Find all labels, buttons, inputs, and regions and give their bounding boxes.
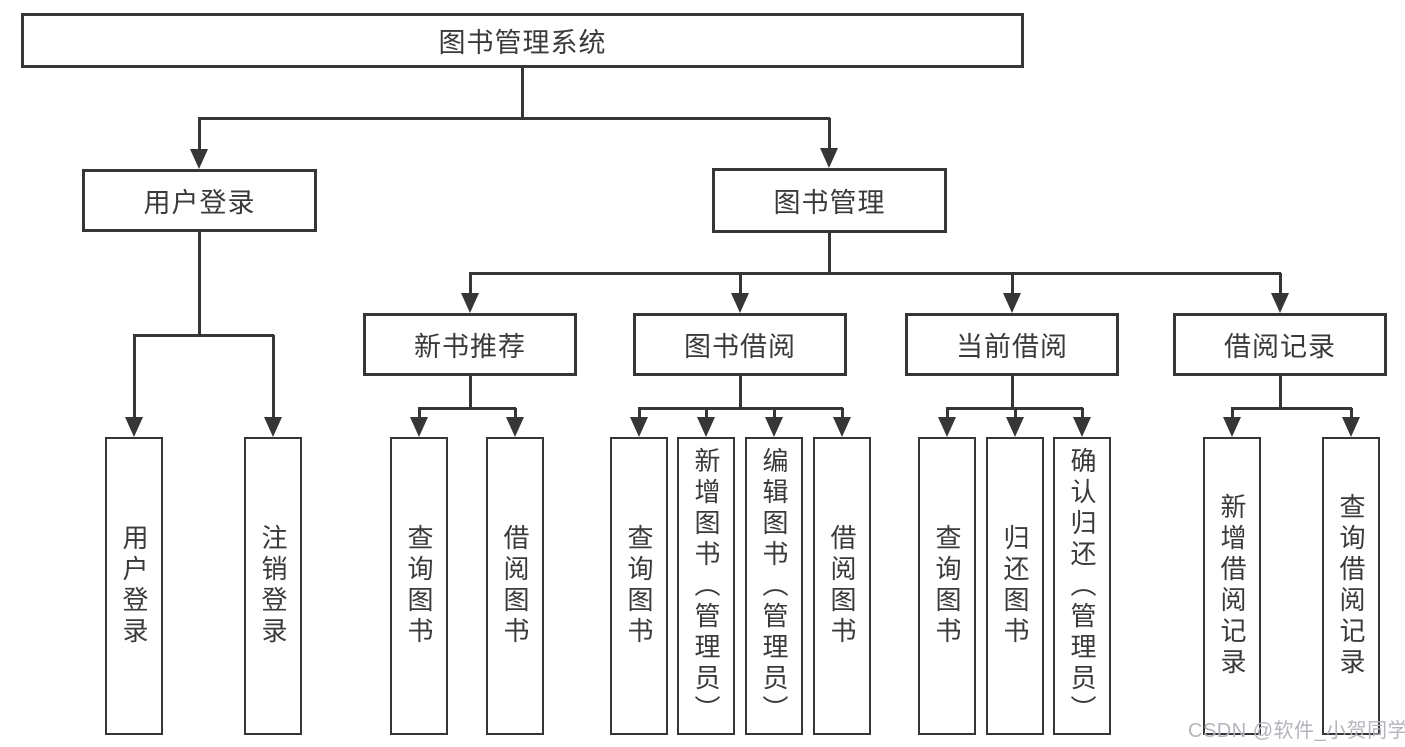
connector-line (521, 68, 524, 120)
connector-line (133, 334, 274, 337)
connector-line (418, 408, 421, 418)
node-query-books-borrow: 查询图书 (610, 437, 668, 735)
node-label: 注销登录 (258, 524, 288, 648)
connector-line (469, 272, 1281, 275)
node-label: 新增图书（管理员） (691, 446, 721, 726)
arrowhead-down-icon (190, 149, 208, 169)
arrowhead-down-icon (731, 293, 749, 313)
connector-line (705, 408, 708, 418)
node-logout: 注销登录 (244, 437, 302, 735)
node-label: 用户登录 (119, 524, 149, 648)
connector-line (841, 408, 844, 418)
node-label: 借阅图书 (500, 524, 530, 648)
connector-line (828, 118, 831, 149)
node-label: 图书管理系统 (438, 28, 607, 58)
connector-line (272, 335, 275, 418)
csdn-watermark: CSDN @软件_小贺同学 (1188, 720, 1405, 742)
node-label: 当前借阅 (956, 332, 1068, 362)
connector-line (198, 232, 201, 337)
arrowhead-down-icon (1342, 417, 1360, 437)
arrowhead-down-icon (938, 417, 956, 437)
node-borrow-books-recommend: 借阅图书 (486, 437, 544, 735)
node-label: 用户登录 (143, 188, 256, 218)
connector-line (739, 376, 742, 410)
connector-line (1014, 408, 1017, 418)
arrowhead-down-icon (1006, 417, 1024, 437)
arrowhead-down-icon (820, 148, 838, 168)
connector-line (514, 408, 517, 418)
node-label: 归还图书 (1000, 524, 1030, 648)
node-borrow-books-borrow: 借阅图书 (813, 437, 871, 735)
node-label: 新增借阅记录 (1217, 493, 1247, 679)
node-new-book-recommendation: 新书推荐 (363, 313, 577, 376)
arrowhead-down-icon (461, 293, 479, 313)
arrowhead-down-icon (1003, 293, 1021, 313)
node-label: 查询借阅记录 (1336, 493, 1366, 679)
connector-line (1011, 376, 1014, 410)
connector-line (1231, 407, 1352, 410)
node-label: 图书借阅 (684, 332, 796, 362)
arrowhead-down-icon (1223, 417, 1241, 437)
connector-line (1350, 408, 1353, 418)
node-label: 借阅记录 (1224, 332, 1336, 362)
arrowhead-down-icon (765, 417, 783, 437)
node-label: 新书推荐 (414, 332, 526, 362)
node-query-books-recommend: 查询图书 (390, 437, 448, 735)
connector-line (638, 407, 843, 410)
node-current-borrowing: 当前借阅 (905, 313, 1119, 376)
connector-line (1279, 376, 1282, 410)
node-query-borrow-record: 查询借阅记录 (1322, 437, 1380, 735)
arrowhead-down-icon (264, 417, 282, 437)
node-label: 借阅图书 (827, 524, 857, 648)
arrowhead-down-icon (1073, 417, 1091, 437)
connector-line (198, 117, 830, 120)
connector-line (1231, 408, 1234, 418)
arrowhead-down-icon (1271, 293, 1289, 313)
node-confirm-return-admin: 确认归还（管理员） (1053, 437, 1111, 735)
connector-line (198, 118, 201, 150)
node-label: 查询图书 (404, 524, 434, 648)
node-edit-books-admin: 编辑图书（管理员） (745, 437, 803, 735)
connector-line (1081, 408, 1084, 418)
arrowhead-down-icon (506, 417, 524, 437)
node-query-books-current: 查询图书 (918, 437, 976, 735)
node-user-login-leaf: 用户登录 (105, 437, 163, 735)
node-borrowing-records: 借阅记录 (1173, 313, 1387, 376)
arrowhead-down-icon (697, 417, 715, 437)
connector-line (773, 408, 776, 418)
connector-line (1279, 273, 1282, 294)
connector-line (828, 233, 831, 275)
node-add-borrow-record: 新增借阅记录 (1203, 437, 1261, 735)
connector-line (638, 408, 641, 418)
node-user-login: 用户登录 (82, 169, 317, 232)
node-label: 查询图书 (624, 524, 654, 648)
node-add-books-admin: 新增图书（管理员） (677, 437, 735, 735)
connector-line (946, 408, 949, 418)
connector-line (469, 376, 472, 410)
arrowhead-down-icon (630, 417, 648, 437)
node-return-books: 归还图书 (986, 437, 1044, 735)
node-label: 确认归还（管理员） (1067, 446, 1097, 726)
connector-line (133, 335, 136, 418)
node-book-management: 图书管理 (712, 168, 947, 233)
arrowhead-down-icon (125, 417, 143, 437)
arrowhead-down-icon (833, 417, 851, 437)
connector-line (1011, 273, 1014, 294)
node-label: 图书管理 (773, 188, 886, 218)
connector-line (739, 273, 742, 294)
node-label: 查询图书 (932, 524, 962, 648)
arrowhead-down-icon (410, 417, 428, 437)
connector-line (418, 407, 516, 410)
connector-line (469, 273, 472, 294)
node-book-borrowing: 图书借阅 (633, 313, 847, 376)
node-library-management-system: 图书管理系统 (21, 13, 1024, 68)
node-label: 编辑图书（管理员） (759, 446, 789, 726)
